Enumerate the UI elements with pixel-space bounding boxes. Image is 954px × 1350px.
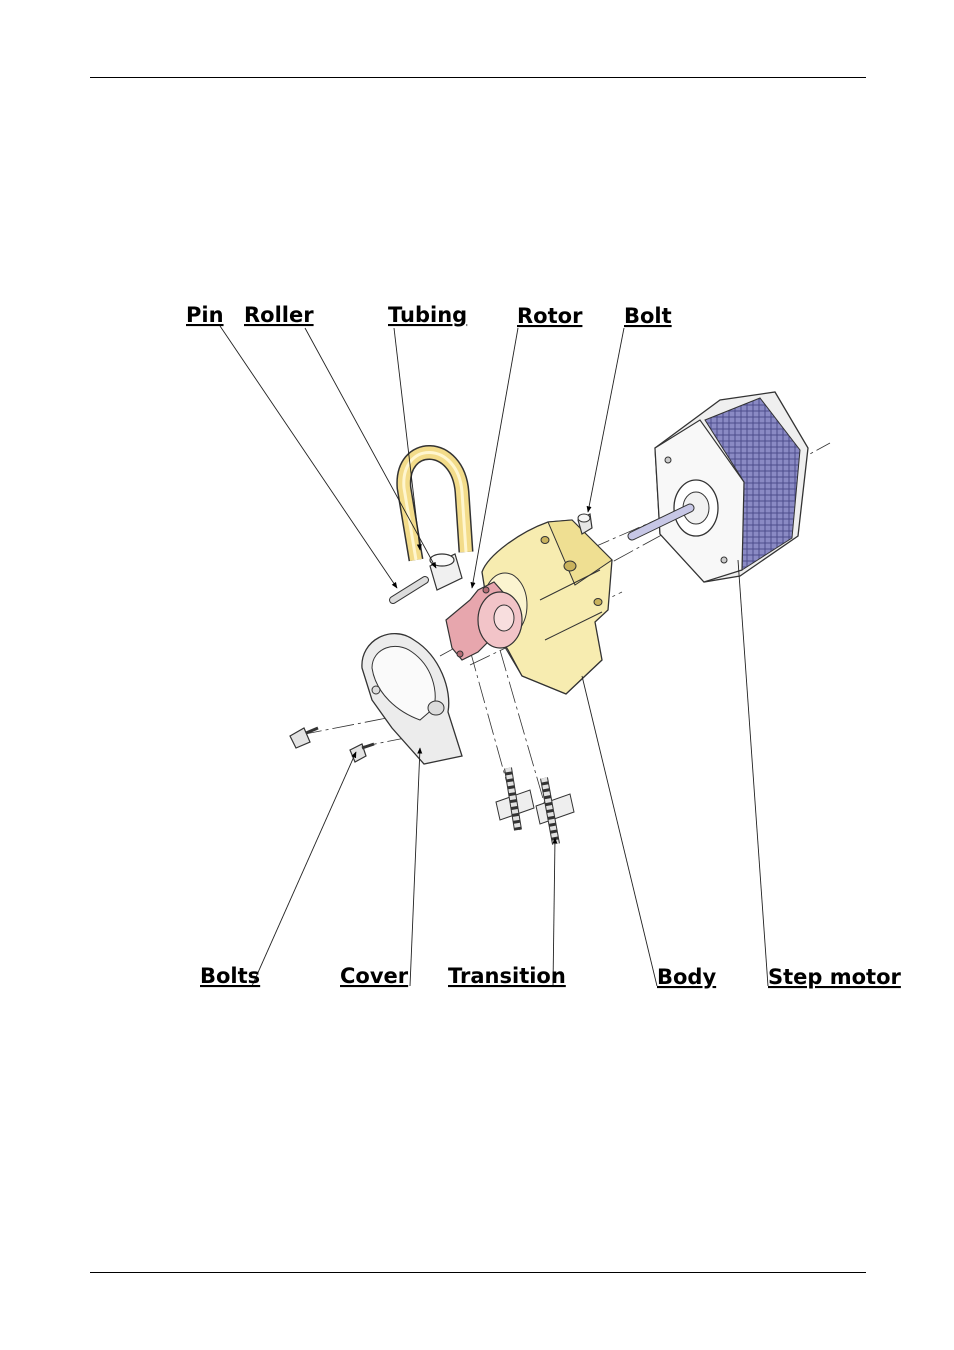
label-rotor: Rotor — [517, 304, 583, 328]
label-roller: Roller — [244, 303, 314, 327]
transition-parts — [496, 768, 574, 844]
label-tubing: Tubing — [388, 303, 467, 327]
tubing-part — [404, 452, 466, 560]
label-cover: Cover — [340, 964, 409, 988]
step-motor-part — [632, 392, 808, 582]
cover-part — [362, 634, 462, 764]
label-bolt: Bolt — [624, 304, 672, 328]
roller-part — [430, 554, 462, 590]
label-pin: Pin — [186, 303, 224, 327]
pin-part — [393, 580, 425, 600]
label-transition: Transition — [448, 964, 566, 988]
bolts-part — [290, 728, 374, 762]
label-bolts: Bolts — [200, 964, 260, 988]
label-body: Body — [657, 965, 716, 989]
label-step-motor: Step motor — [768, 965, 902, 989]
